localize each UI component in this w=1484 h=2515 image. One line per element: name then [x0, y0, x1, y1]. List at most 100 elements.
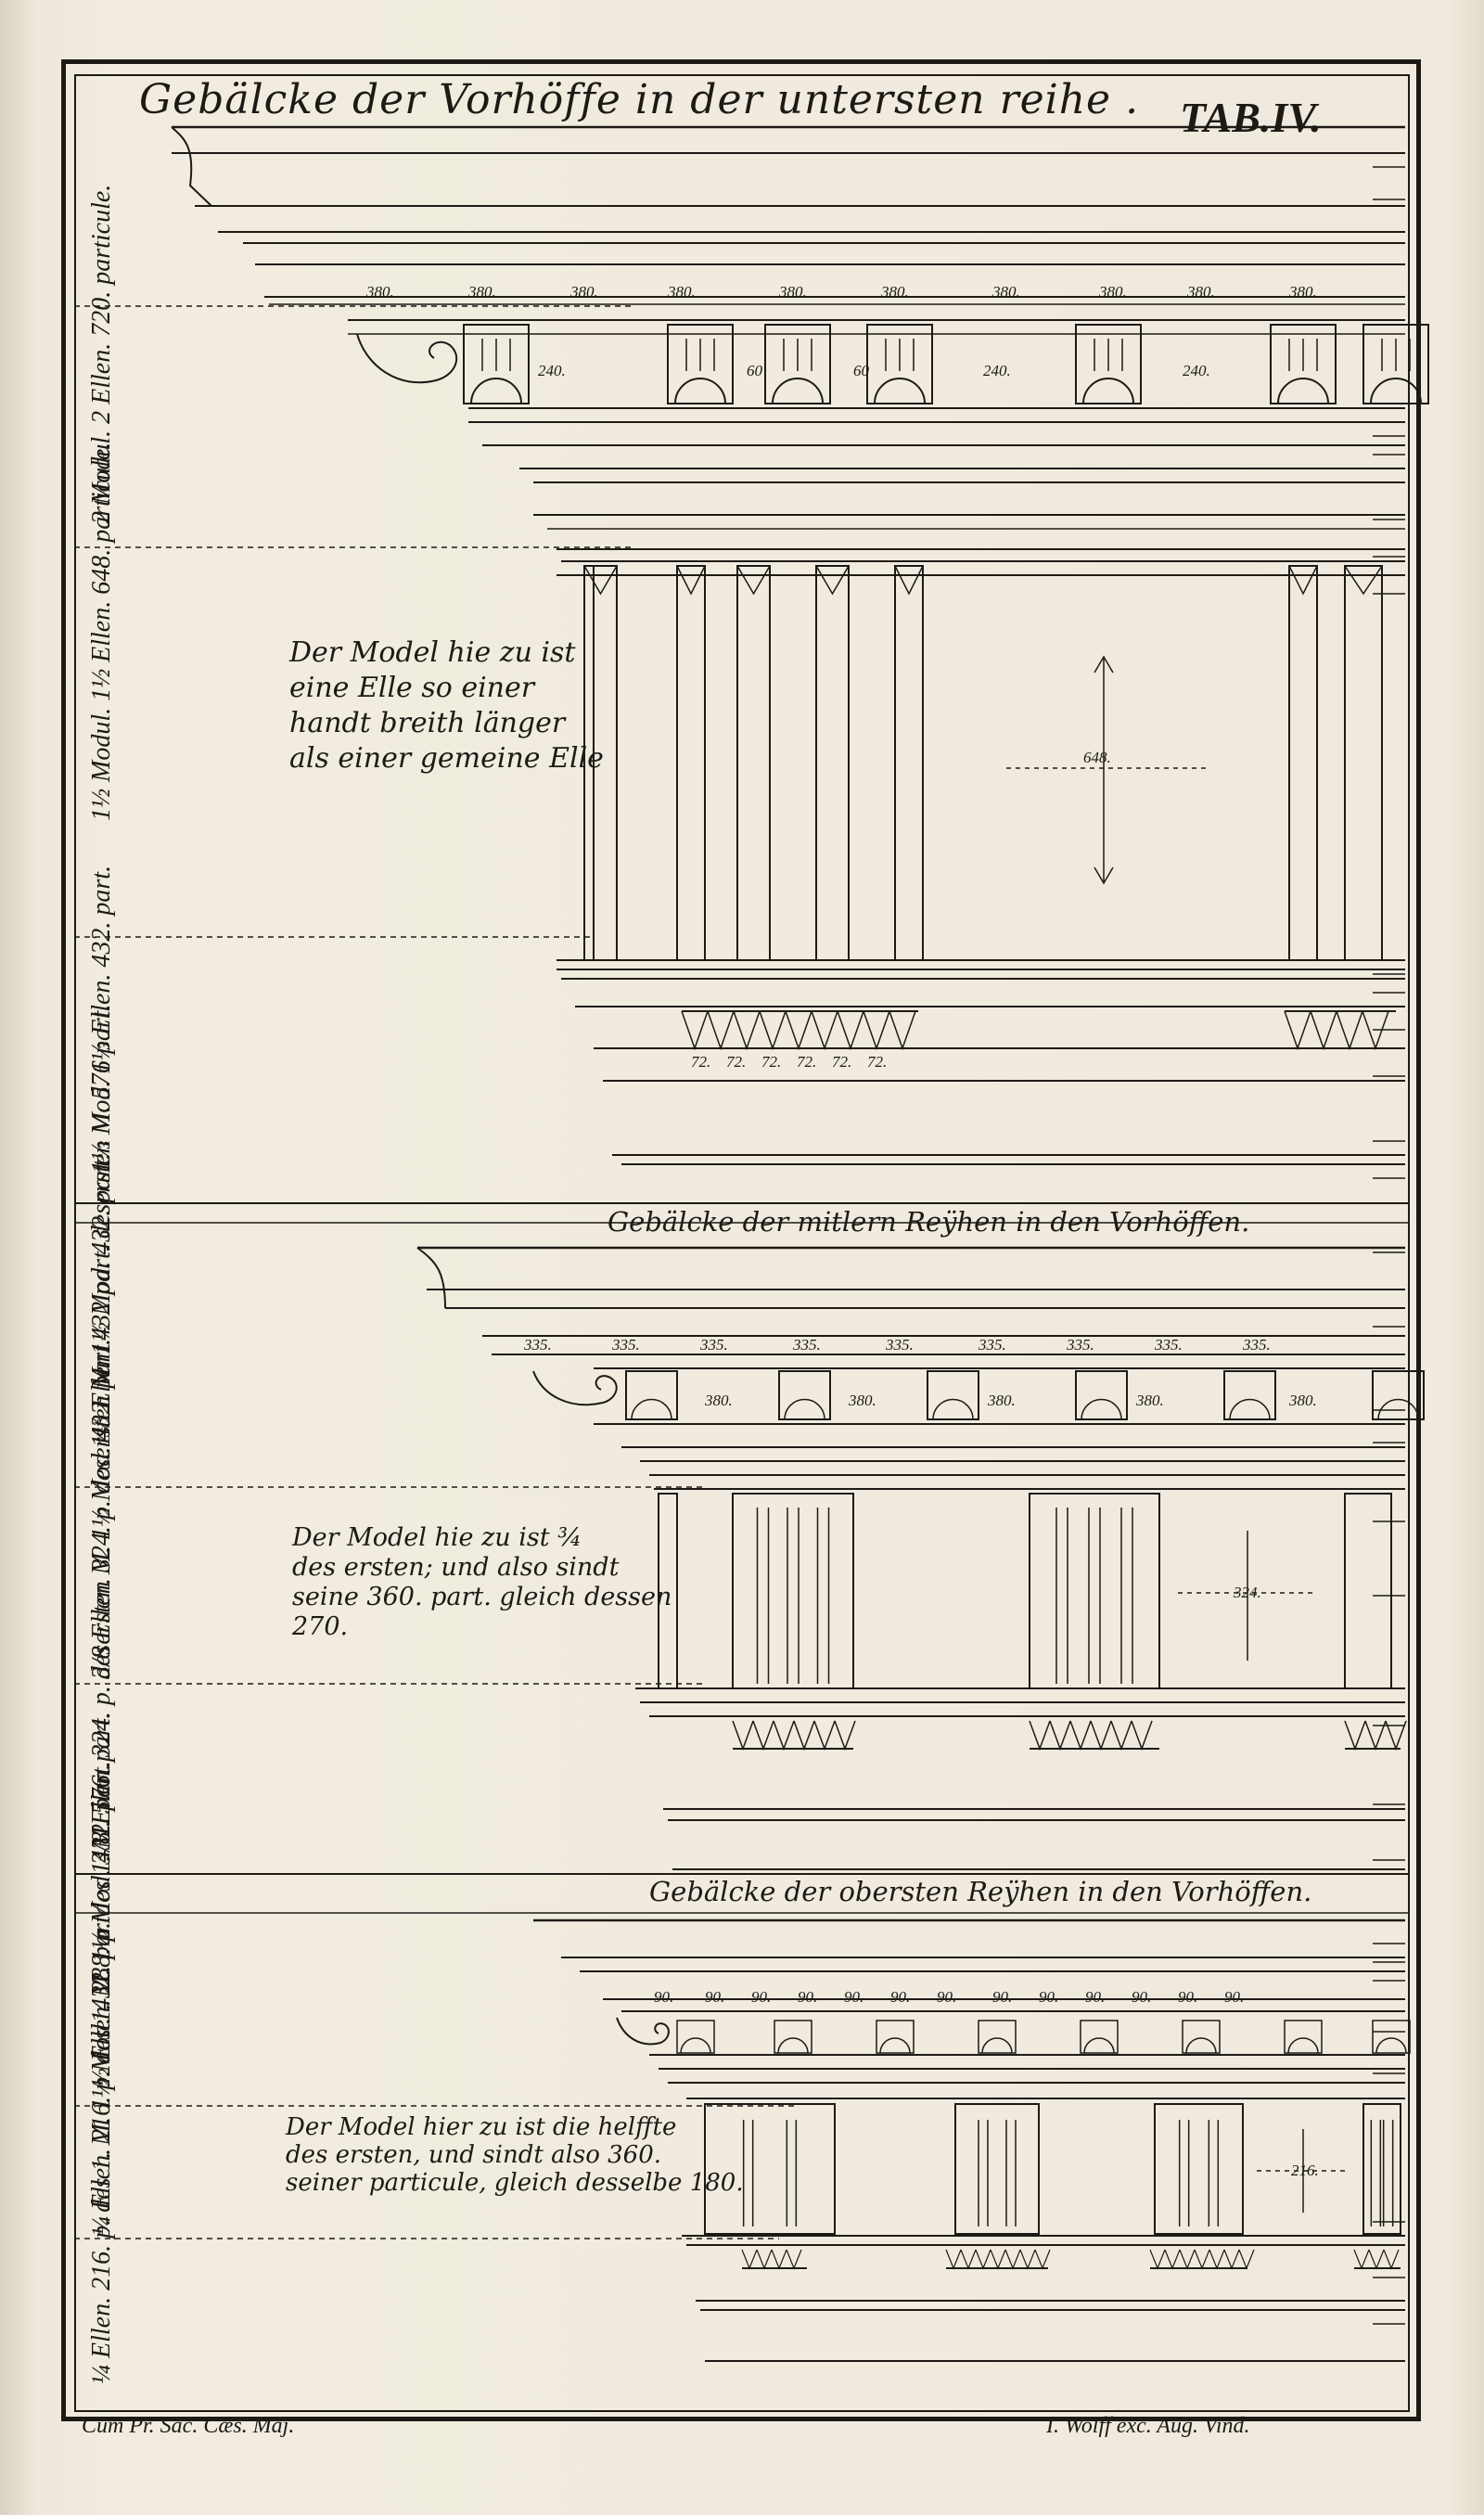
dentil-triangle	[1284, 1010, 1311, 1051]
dentil-triangle	[1336, 1010, 1363, 1051]
dentil-triangle	[1004, 2249, 1021, 2270]
scale-label-lower-2: 1½ Modul. 1½ Ellen. 648. particule.	[87, 442, 116, 821]
section-title-middle: Gebälcke der mitlern Reÿhen in den Vorhö…	[608, 1206, 1250, 1238]
metope-label: 60	[853, 362, 870, 379]
dimension-380: 380.	[1186, 283, 1215, 301]
metope-label: 240.	[538, 362, 566, 379]
dentil-triangle	[945, 2249, 962, 2270]
dentil-dim: 72.	[726, 1053, 746, 1071]
console-scroll	[616, 2017, 670, 2046]
dentil-triangle	[759, 1010, 787, 1051]
modillion-block	[978, 2020, 1017, 2054]
dimension-380: 380.	[778, 283, 807, 301]
modillion-block	[667, 324, 734, 404]
dimension-90: 90.	[890, 1988, 910, 2006]
dentil-dim: 72.	[691, 1053, 710, 1071]
dimension-335: 335.	[523, 1336, 552, 1354]
modillion-arch	[981, 2037, 1013, 2054]
dentil-triangle	[960, 2249, 977, 2270]
modillion-arch	[784, 1398, 825, 1420]
dentil-dim: 72.	[797, 1053, 816, 1071]
dimension-335: 335.	[699, 1336, 728, 1354]
dimension-335: 335.	[611, 1336, 640, 1354]
plate-title: Gebälcke der Vorhöffe in der untersten r…	[139, 76, 1140, 123]
dentil-triangle	[889, 1010, 916, 1051]
cima-profile	[171, 126, 212, 207]
modillion-block	[1270, 324, 1337, 404]
dimension-90: 90.	[1132, 1988, 1151, 2006]
note-lower-row: Der Model hie zu ist eine Elle so einer …	[289, 636, 604, 775]
modillion-arch	[1185, 2037, 1217, 2054]
modillion-block	[778, 1370, 831, 1420]
dimension-335: 335.	[1066, 1336, 1094, 1354]
metope-label: 380.	[1135, 1392, 1164, 1409]
metope-label: 380.	[1288, 1392, 1317, 1409]
dimension-380: 380.	[991, 283, 1020, 301]
modillion-arch	[932, 1398, 974, 1420]
plate-inner-frame	[74, 74, 1410, 2412]
dentil-triangle	[834, 1720, 856, 1752]
modillion-arch	[1375, 2037, 1407, 2054]
metope-label: 380.	[987, 1392, 1016, 1409]
pilaster-glyph	[1288, 565, 1318, 961]
dimension-90: 90.	[1178, 1988, 1197, 2006]
footer-publisher: I. Wolff exc. Aug. Vind.	[1046, 2414, 1250, 2438]
modillion-block	[764, 324, 831, 404]
modillion-block	[927, 1370, 979, 1420]
dentil-triangle	[741, 2249, 758, 2270]
modillion-arch	[1083, 2037, 1115, 2054]
dentil-triangle	[1353, 2249, 1370, 2270]
dentil-triangle	[1149, 2249, 1166, 2270]
dentil-triangle	[1223, 2249, 1240, 2270]
glyph-chamfer	[815, 565, 850, 596]
modillion-arch	[680, 2037, 711, 2054]
dimension-335: 335.	[1242, 1336, 1271, 1354]
dentil-triangle	[1344, 1720, 1366, 1752]
modillion-block	[1362, 324, 1429, 404]
pilaster-glyph	[676, 565, 706, 961]
dentil-triangle	[813, 1720, 836, 1752]
dentil-triangle	[837, 1010, 864, 1051]
dimension-380: 380.	[365, 283, 394, 301]
modillion-block	[774, 2020, 812, 2054]
modillion-arch	[1277, 378, 1329, 404]
dimension-90: 90.	[1085, 1988, 1105, 2006]
dimension-324: 324.	[1233, 1584, 1261, 1601]
dentil-triangle	[1179, 2249, 1196, 2270]
console-scroll	[532, 1370, 618, 1406]
pilaster-glyph	[815, 565, 850, 961]
dimension-335: 335.	[1154, 1336, 1183, 1354]
dentil-triangle	[1383, 2249, 1400, 2270]
modillion-arch	[470, 378, 522, 404]
pilaster-glyph	[1344, 1493, 1392, 1689]
dimension-90: 90.	[751, 1988, 771, 2006]
modillion-block	[676, 2020, 715, 2054]
pilaster-glyph	[1344, 565, 1383, 961]
pilaster-glyph	[704, 2103, 836, 2235]
modillion-block	[1075, 1370, 1128, 1420]
modillion-arch	[1082, 378, 1134, 404]
dentil-triangle	[863, 1010, 890, 1051]
dentil-triangle	[786, 2249, 802, 2270]
dimension-90: 90.	[798, 1988, 817, 2006]
dentil-triangle	[1090, 1720, 1112, 1752]
dentil-triangle	[1131, 1720, 1153, 1752]
dimension-648: 648.	[1083, 749, 1111, 766]
dimension-335: 335.	[885, 1336, 914, 1354]
modillion-block	[1372, 2020, 1411, 2054]
dentil-triangle	[1194, 2249, 1210, 2270]
modillion-block	[866, 324, 933, 404]
dentil-triangle	[1164, 2249, 1181, 2270]
dentil-triangle	[793, 1720, 815, 1752]
pilaster-glyph	[1029, 1493, 1160, 1689]
dentil-triangle	[1069, 1720, 1092, 1752]
scale-label-upper-3: ¼ Ellen. 216. p. des 1. M. 1½ Mod. 432. …	[87, 1909, 116, 2384]
metope-label: 240.	[1183, 362, 1210, 379]
metope-label: 240.	[983, 362, 1011, 379]
dimension-90: 90.	[654, 1988, 673, 2006]
dimension-90: 90.	[705, 1988, 724, 2006]
metope-label: 380.	[848, 1392, 876, 1409]
plate-number: TAB.IV.	[1180, 94, 1322, 141]
modillion-arch	[1229, 1398, 1271, 1420]
